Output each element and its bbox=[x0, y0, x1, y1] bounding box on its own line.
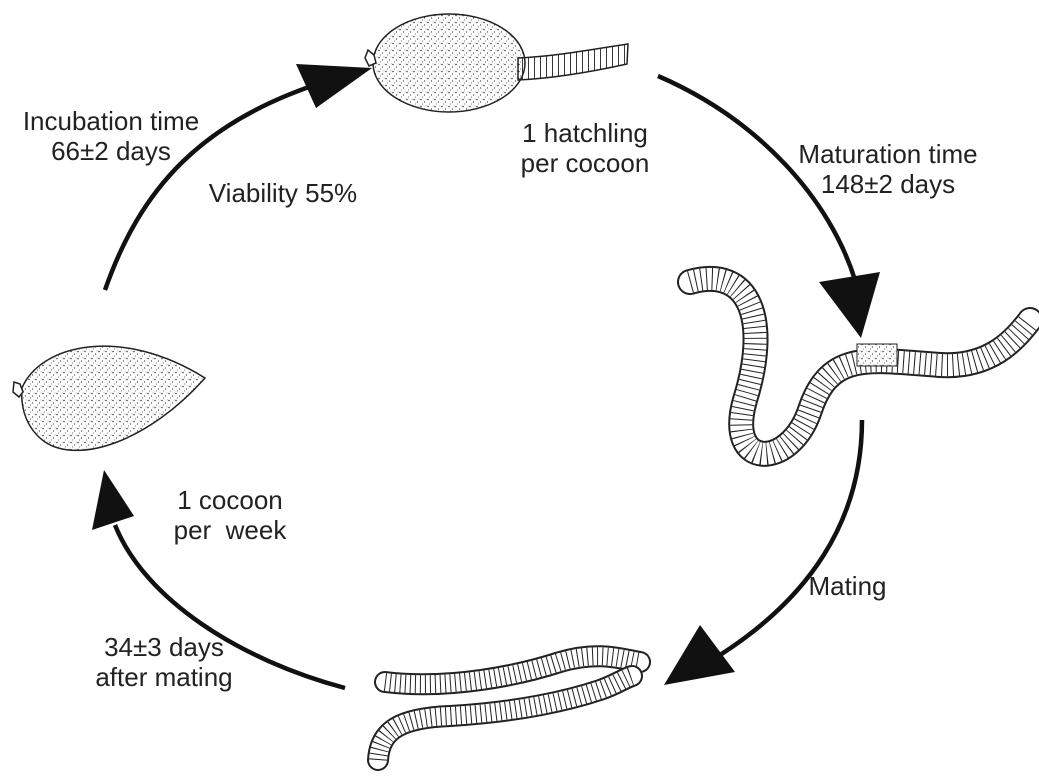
mating-line-1: Mating bbox=[800, 571, 895, 601]
maturation-time-label: Maturation time 148±2 days bbox=[778, 139, 998, 199]
after-mating-label: 34±3 days after mating bbox=[76, 632, 252, 692]
arrow-maturation-head bbox=[819, 272, 880, 338]
maturation-line-1: Maturation time bbox=[778, 139, 998, 169]
incubation-line-1: Incubation time bbox=[8, 106, 214, 136]
after-mating-line-1: 34±3 days bbox=[76, 632, 252, 662]
cocoon-rate-line-2: per week bbox=[160, 515, 300, 545]
incubation-time-label: Incubation time 66±2 days bbox=[8, 106, 214, 166]
hatchling-line-2: per cocoon bbox=[505, 148, 665, 178]
hatching-cocoon-icon bbox=[365, 14, 628, 112]
cocoon-icon bbox=[13, 346, 205, 450]
arrow-incubation-head bbox=[296, 64, 372, 108]
arrow-cocoon-head bbox=[92, 470, 134, 530]
viability-label: Viability 55% bbox=[193, 178, 373, 208]
arrow-mating-head bbox=[664, 625, 735, 685]
mating-worms-icon bbox=[378, 656, 640, 760]
cocoon-rate-label: 1 cocoon per week bbox=[160, 485, 300, 545]
cocoon-rate-line-1: 1 cocoon bbox=[160, 485, 300, 515]
mating-label: Mating bbox=[800, 571, 895, 601]
hatchling-label: 1 hatchling per cocoon bbox=[505, 118, 665, 178]
maturation-line-2: 148±2 days bbox=[778, 169, 998, 199]
after-mating-line-2: after mating bbox=[76, 662, 252, 692]
viability-line-1: Viability 55% bbox=[193, 178, 373, 208]
hatchling-line-1: 1 hatchling bbox=[505, 118, 665, 148]
incubation-line-2: 66±2 days bbox=[8, 136, 214, 166]
